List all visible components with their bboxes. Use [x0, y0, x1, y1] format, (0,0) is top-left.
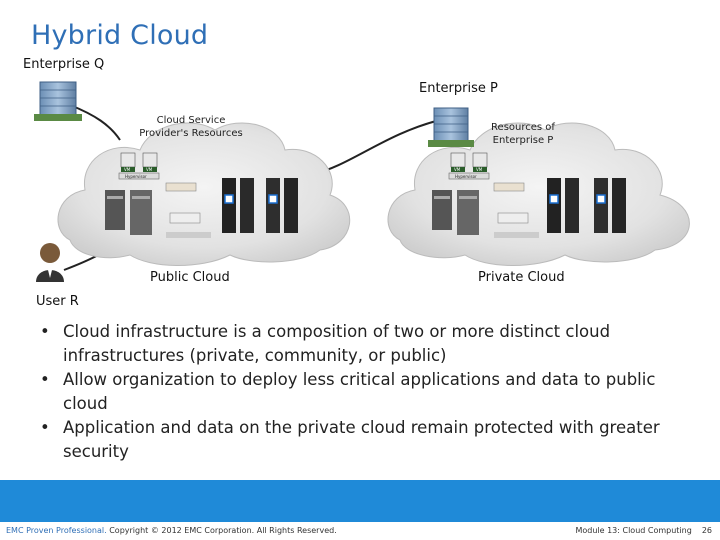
- bullet-list: • Cloud infrastructure is a composition o…: [40, 320, 680, 464]
- enterprise-q-building-icon: [34, 81, 82, 121]
- public-hypervisor-label: Hypervisor: [125, 174, 147, 179]
- footer-module: Module 13: Cloud Computing 26: [575, 526, 712, 535]
- bullet-text: Cloud infrastructure is a composition of…: [63, 322, 611, 365]
- slide-title: Hybrid Cloud: [31, 20, 209, 51]
- bullet-glyph: •: [40, 418, 50, 437]
- footer: EMC Proven Professional. Copyright © 201…: [0, 522, 720, 540]
- footer-brand: EMC Proven Professional.: [6, 526, 107, 535]
- private-hypervisor-label: Hypervisor: [455, 174, 477, 179]
- private-cloud-label: Private Cloud: [478, 270, 565, 285]
- private-vm-label-2: VM: [476, 167, 483, 172]
- bullet-text: Application and data on the private clou…: [63, 418, 660, 461]
- public-cloud-shape: [57, 122, 351, 266]
- bullet-glyph: •: [40, 370, 50, 389]
- page-number: 26: [701, 526, 712, 535]
- hybrid-cloud-diagram: VM VM Hypervisor VM VM Hypervisor: [34, 81, 690, 282]
- bullet-item: • Application and data on the private clo…: [40, 416, 680, 464]
- user-r-label: User R: [36, 294, 79, 309]
- private-cloud-resources-line1: Resources of: [491, 122, 555, 133]
- footer-bar: [0, 480, 720, 522]
- footer-copyright-text: Copyright © 2012 EMC Corporation. All Ri…: [106, 526, 337, 535]
- public-cloud-label: Public Cloud: [150, 270, 230, 285]
- bullet-text: Allow organization to deploy less critic…: [63, 370, 656, 413]
- link-enterprise-q-to-public-cloud: [69, 104, 121, 141]
- public-vm-label-1: VM: [124, 167, 131, 172]
- private-cloud-servers-icon: [432, 178, 626, 238]
- public-cloud-resources-caption: Cloud Service Provider's Resources: [126, 114, 256, 140]
- bullet-item: • Allow organization to deploy less criti…: [40, 368, 680, 416]
- private-vm-label-1: VM: [454, 167, 461, 172]
- enterprise-p-label: Enterprise P: [419, 81, 498, 96]
- footer-copyright: EMC Proven Professional. Copyright © 201…: [6, 526, 337, 535]
- public-vm-label-2: VM: [146, 167, 153, 172]
- enterprise-q-label: Enterprise Q: [23, 57, 105, 72]
- private-cloud-vm-hypervisor-icon: [448, 152, 490, 180]
- public-cloud-servers-icon: [105, 178, 298, 238]
- bullet-item: • Cloud infrastructure is a composition o…: [40, 320, 680, 368]
- footer-module-text: Module 13: Cloud Computing: [575, 526, 692, 535]
- public-cloud-resources-line2: Provider's Resources: [139, 128, 243, 139]
- enterprise-p-building-icon: [428, 107, 474, 147]
- bullet-glyph: •: [40, 322, 50, 341]
- public-cloud-vm-hypervisor-icon: [118, 152, 160, 180]
- private-cloud-resources-line2: Enterprise P: [492, 135, 554, 146]
- public-cloud-resources-line1: Cloud Service: [156, 115, 226, 126]
- user-r-avatar-icon: [36, 243, 64, 282]
- private-cloud-resources-caption: Resources of Enterprise P: [478, 121, 568, 147]
